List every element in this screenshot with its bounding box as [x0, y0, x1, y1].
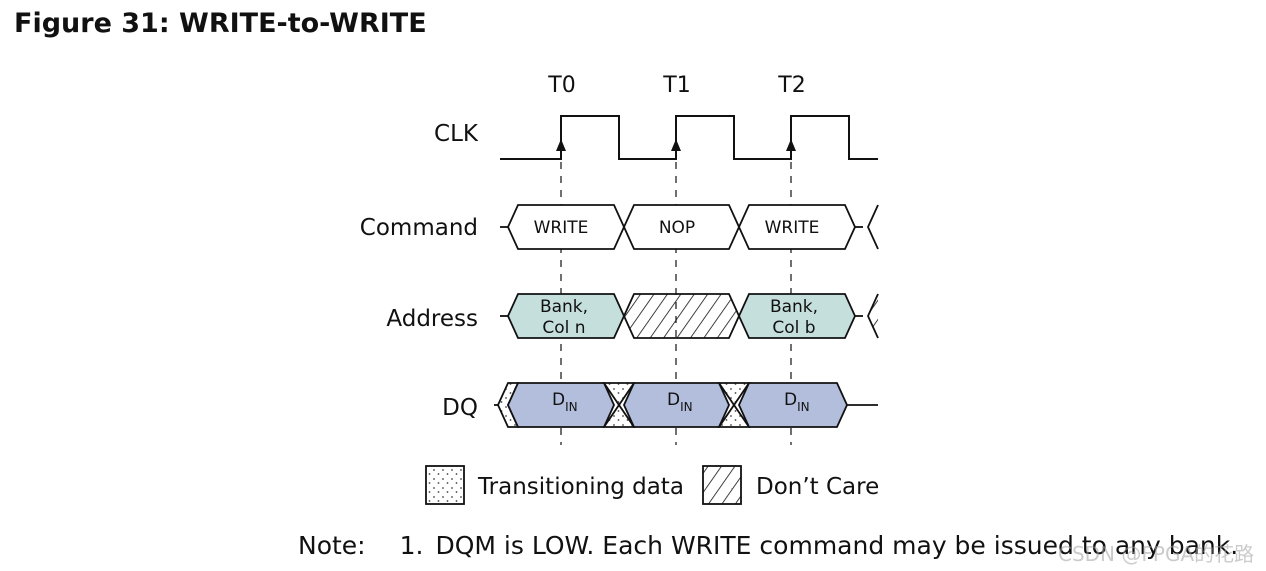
command-value-1: WRITE — [534, 218, 589, 238]
dq-transition-1 — [602, 382, 636, 407]
arrow-icon — [671, 139, 681, 151]
address-cell-dont-care — [623, 293, 740, 339]
signal-label-clk: CLK — [434, 121, 479, 147]
svg-text:DIN: DIN — [784, 390, 810, 414]
clock-label-t0: T0 — [547, 73, 575, 98]
dq-value-1-main: D — [552, 390, 565, 410]
address-value-1-line1: Bank, — [540, 297, 588, 317]
clk-rising-edge-arrows — [556, 139, 796, 151]
address-value-3-line2: Col b — [772, 318, 815, 338]
dq-value-3: DIN — [784, 390, 810, 414]
address-trailing-dont-care — [868, 294, 878, 338]
figure-title: Figure 31: WRITE-to-WRITE — [14, 8, 427, 39]
dq-bus — [494, 382, 878, 428]
legend-transitioning-label: Transitioning data — [477, 474, 684, 500]
signal-label-command: Command — [360, 215, 478, 241]
address-value-1-line2: Col n — [542, 318, 585, 338]
command-value-2: NOP — [659, 218, 695, 238]
arrow-icon — [786, 139, 796, 151]
svg-text:DIN: DIN — [667, 390, 693, 414]
watermark: CSDN @FPGA的花路 — [1058, 542, 1255, 566]
note-number: 1. — [399, 531, 424, 560]
dq-value-2-sub: IN — [680, 400, 693, 414]
clk-waveform — [500, 115, 878, 160]
address-value-3-line1: Bank, — [770, 297, 818, 317]
dq-value-3-main: D — [784, 390, 797, 410]
svg-text:DIN: DIN — [552, 390, 578, 414]
clock-label-t2: T2 — [777, 73, 805, 98]
clock-label-t1: T1 — [662, 73, 690, 98]
signal-label-dq: DQ — [442, 395, 478, 421]
signal-label-address: Address — [386, 306, 478, 332]
dq-value-1: DIN — [552, 390, 578, 414]
dq-value-1-sub: IN — [565, 400, 578, 414]
command-bus — [500, 204, 879, 250]
address-bus — [500, 293, 879, 339]
dq-transition-2b — [717, 403, 751, 428]
dq-value-2: DIN — [667, 390, 693, 414]
dq-value-2-main: D — [667, 390, 680, 410]
command-value-3: WRITE — [765, 218, 820, 238]
dq-cell-1 — [507, 382, 615, 428]
arrow-icon — [556, 139, 566, 151]
note: Note: 1. DQM is LOW. Each WRITE command ma… — [298, 531, 1238, 560]
legend-dont-care-swatch — [702, 465, 742, 505]
note-text: DQM is LOW. Each WRITE command may be is… — [435, 531, 1239, 560]
dq-transition-2 — [717, 382, 751, 407]
dq-cell-2 — [623, 382, 730, 428]
legend-transitioning-swatch — [425, 465, 465, 505]
dq-transition-1b — [602, 403, 636, 428]
note-label: Note: — [298, 531, 366, 560]
legend-dont-care-label: Don’t Care — [756, 474, 879, 500]
dq-value-3-sub: IN — [797, 400, 810, 414]
